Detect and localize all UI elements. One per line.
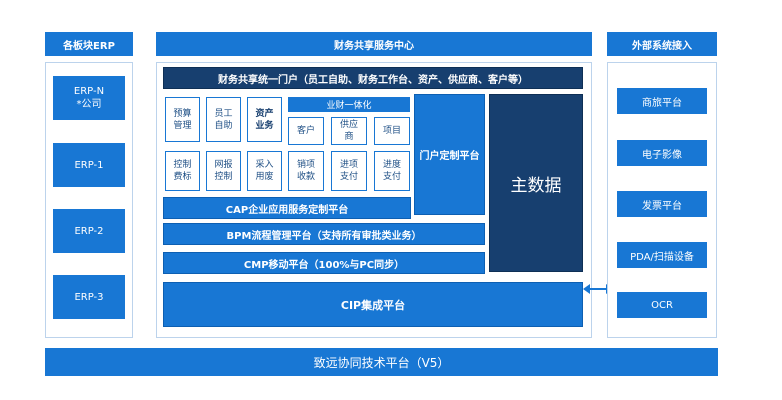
cap-platform-bar[interactable]: CAP企业应用服务定制平台 bbox=[163, 197, 411, 219]
input-payment-cell[interactable]: 进项 支付 bbox=[331, 151, 367, 191]
cip-platform-bar[interactable]: CIP集成平台 bbox=[163, 282, 583, 327]
customer-cell[interactable]: 客户 bbox=[288, 117, 324, 145]
bpm-platform-bar[interactable]: BPM流程管理平台（支持所有审批类业务） bbox=[163, 223, 485, 245]
report-control-cell[interactable]: 网报 控制 bbox=[206, 151, 241, 191]
footer-platform-bar[interactable]: 致远协同技术平台（V5） bbox=[45, 348, 718, 376]
e-image-box[interactable]: 电子影像 bbox=[617, 140, 707, 166]
right-header: 外部系统接入 bbox=[607, 32, 717, 56]
project-cell[interactable]: 项目 bbox=[374, 117, 410, 145]
control-fee-cell[interactable]: 控制 费标 bbox=[165, 151, 200, 191]
integration-title: 业财一体化 bbox=[288, 97, 410, 112]
portal-custom-platform[interactable]: 门户定制平台 bbox=[414, 94, 485, 215]
erp-1-box[interactable]: ERP-1 bbox=[53, 143, 125, 187]
budget-cell[interactable]: 预算 管理 bbox=[165, 97, 200, 142]
employee-self-service-cell[interactable]: 员工 自助 bbox=[206, 97, 241, 142]
center-header: 财务共享服务中心 bbox=[156, 32, 592, 56]
cmp-platform-bar[interactable]: CMP移动平台（100%与PC同步） bbox=[163, 252, 485, 274]
invoice-platform-box[interactable]: 发票平台 bbox=[617, 191, 707, 217]
supplier-cell[interactable]: 供应 商 bbox=[331, 117, 367, 145]
erp-2-box[interactable]: ERP-2 bbox=[53, 209, 125, 253]
erp-3-box[interactable]: ERP-3 bbox=[53, 275, 125, 319]
erp-n-box[interactable]: ERP-N *公司 bbox=[53, 76, 125, 120]
left-header: 各板块ERP bbox=[45, 32, 133, 56]
portal-bar[interactable]: 财务共享统一门户（员工自助、财务工作台、资产、供应商、客户等） bbox=[163, 67, 583, 89]
ocr-box[interactable]: OCR bbox=[617, 292, 707, 318]
progress-payment-cell[interactable]: 进度 支付 bbox=[374, 151, 410, 191]
master-data-box[interactable]: 主数据 bbox=[489, 94, 583, 272]
travel-platform-box[interactable]: 商旅平台 bbox=[617, 88, 707, 114]
sales-receipt-cell[interactable]: 销项 收款 bbox=[288, 151, 324, 191]
asset-business-cell[interactable]: 资产 业务 bbox=[247, 97, 282, 142]
purchase-scrap-cell[interactable]: 采入 用废 bbox=[247, 151, 282, 191]
pda-scanner-box[interactable]: PDA/扫描设备 bbox=[617, 242, 707, 268]
